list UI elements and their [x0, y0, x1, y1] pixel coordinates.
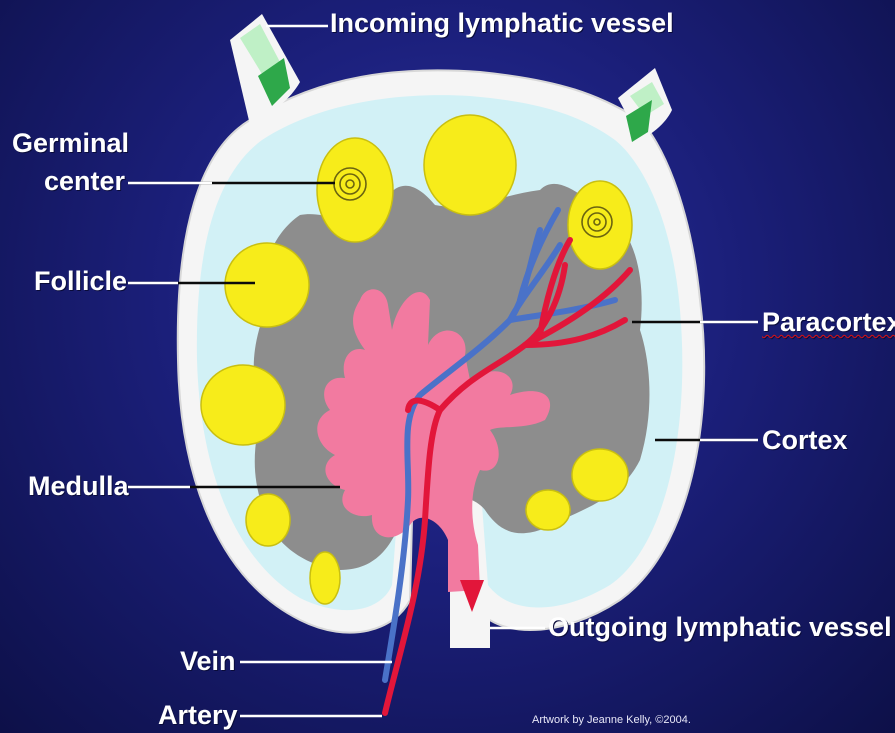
label-germinal-line-2: center [44, 168, 125, 195]
follicle [310, 552, 340, 604]
follicle [225, 243, 309, 327]
follicle [201, 365, 285, 445]
label-paracortex: Paracortex [762, 309, 895, 336]
label-vein: Vein [180, 648, 236, 675]
label-cortex: Cortex [762, 427, 848, 454]
follicle [572, 449, 628, 501]
label-germinal-line-1: Germinal [12, 130, 129, 157]
label-follicle: Follicle [34, 268, 127, 295]
follicle [526, 490, 570, 530]
artwork-credit: Artwork by Jeanne Kelly, ©2004. [532, 714, 691, 726]
follicle [424, 115, 516, 215]
label-medulla: Medulla [28, 473, 129, 500]
label-artery: Artery [158, 702, 238, 729]
label-incoming-lymphatic-vessel: Incoming lymphatic vessel [330, 10, 674, 37]
follicle [568, 181, 632, 269]
follicle [317, 138, 393, 242]
label-outgoing-lymphatic-vessel: Outgoing lymphatic vessel [548, 614, 892, 641]
follicle [246, 494, 290, 546]
